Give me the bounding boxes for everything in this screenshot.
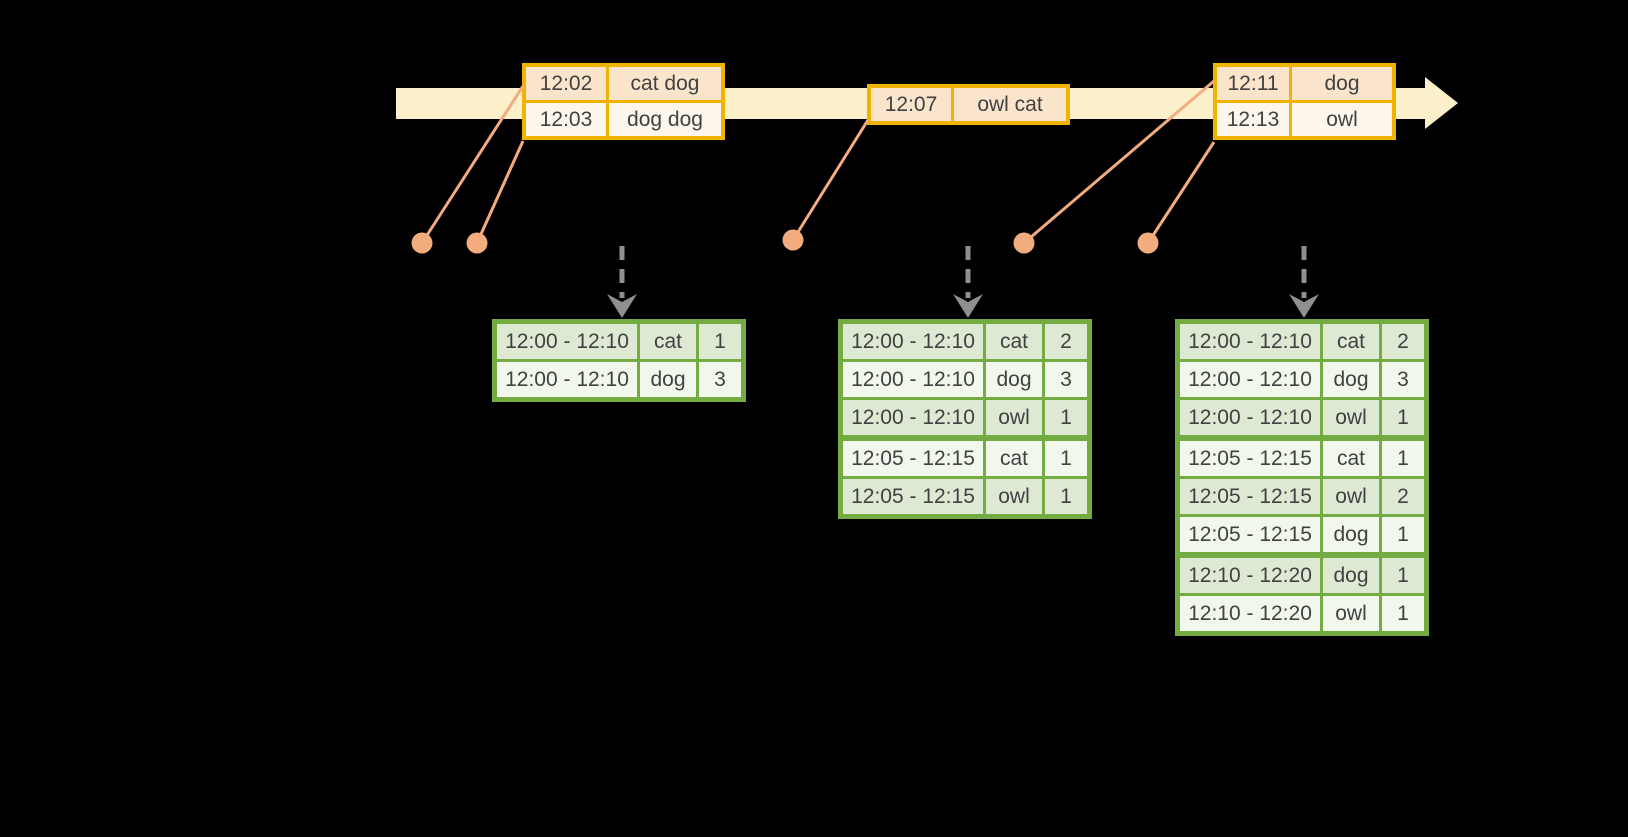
cell-window: 12:00 - 12:10 xyxy=(1176,359,1323,400)
cell-window: 12:00 - 12:10 xyxy=(839,359,986,400)
event-dots xyxy=(411,229,1159,254)
cell-count: 1 xyxy=(1379,552,1428,596)
cell-count: 2 xyxy=(1379,320,1428,362)
cell-word: dog xyxy=(1320,552,1382,596)
cell-time: 12:11 xyxy=(1213,63,1292,103)
dashed-down-arrow-icon xyxy=(607,246,637,318)
cell-window: 12:05 - 12:15 xyxy=(839,435,986,479)
cell-count: 3 xyxy=(696,359,745,401)
cell-count: 2 xyxy=(1042,320,1091,362)
cell-count: 3 xyxy=(1379,359,1428,400)
cell-words: cat dog xyxy=(606,63,725,103)
dashed-down-arrow-icon xyxy=(953,246,983,318)
cell-word: owl xyxy=(983,476,1045,518)
cell-word: cat xyxy=(1320,435,1382,479)
cell-count: 1 xyxy=(1379,435,1428,479)
event-dot-icon xyxy=(1013,232,1035,254)
cell-word: owl xyxy=(1320,476,1382,517)
cell-count: 1 xyxy=(1042,435,1091,479)
cell-window: 12:00 - 12:10 xyxy=(839,397,986,440)
cell-words: dog dog xyxy=(606,100,725,140)
cell-word: cat xyxy=(1320,320,1382,362)
cell-words: owl xyxy=(1289,100,1396,140)
cell-word: dog xyxy=(1320,514,1382,557)
cell-window: 12:00 - 12:10 xyxy=(1176,320,1323,362)
event-dot-icon xyxy=(782,229,804,251)
connector-line xyxy=(791,119,870,241)
cell-word: owl xyxy=(1320,397,1382,440)
event-dot-icon xyxy=(411,232,433,254)
cell-time: 12:13 xyxy=(1213,100,1292,140)
cell-words: dog xyxy=(1289,63,1396,103)
cell-word: cat xyxy=(983,320,1045,362)
cell-count: 1 xyxy=(1379,397,1428,440)
cell-time: 12:03 xyxy=(522,100,609,140)
cell-count: 1 xyxy=(1042,397,1091,440)
cell-word: dog xyxy=(637,359,699,401)
cell-window: 12:05 - 12:15 xyxy=(1176,435,1323,479)
trigger-arrows xyxy=(607,246,1319,318)
cell-window: 12:00 - 12:10 xyxy=(1176,397,1323,440)
cell-word: cat xyxy=(983,435,1045,479)
cell-count: 1 xyxy=(696,320,745,362)
cell-words: owl cat xyxy=(951,84,1070,125)
cell-window: 12:10 - 12:20 xyxy=(1176,552,1323,596)
cell-time: 12:07 xyxy=(867,84,954,125)
cell-count: 1 xyxy=(1379,514,1428,557)
cell-word: cat xyxy=(637,320,699,362)
cell-word: owl xyxy=(983,397,1045,440)
event-dot-icon xyxy=(466,232,488,254)
cell-count: 2 xyxy=(1379,476,1428,517)
cell-count: 3 xyxy=(1042,359,1091,400)
connector-line xyxy=(475,140,525,244)
cell-word: owl xyxy=(1320,593,1382,635)
cell-window: 12:00 - 12:10 xyxy=(493,359,640,401)
cell-count: 1 xyxy=(1379,593,1428,635)
cell-window: 12:00 - 12:10 xyxy=(493,320,640,362)
cell-word: dog xyxy=(1320,359,1382,400)
cell-time: 12:02 xyxy=(522,63,609,103)
event-dot-icon xyxy=(1137,232,1159,254)
cell-word: dog xyxy=(983,359,1045,400)
cell-window: 12:00 - 12:10 xyxy=(839,320,986,362)
timeline-arrowhead-icon xyxy=(1425,77,1458,129)
cell-window: 12:05 - 12:15 xyxy=(1176,476,1323,517)
cell-window: 12:05 - 12:15 xyxy=(839,476,986,518)
cell-count: 1 xyxy=(1042,476,1091,518)
connector-line xyxy=(1146,141,1216,244)
dashed-down-arrow-icon xyxy=(1289,246,1319,318)
cell-window: 12:05 - 12:15 xyxy=(1176,514,1323,557)
cell-window: 12:10 - 12:20 xyxy=(1176,593,1323,635)
